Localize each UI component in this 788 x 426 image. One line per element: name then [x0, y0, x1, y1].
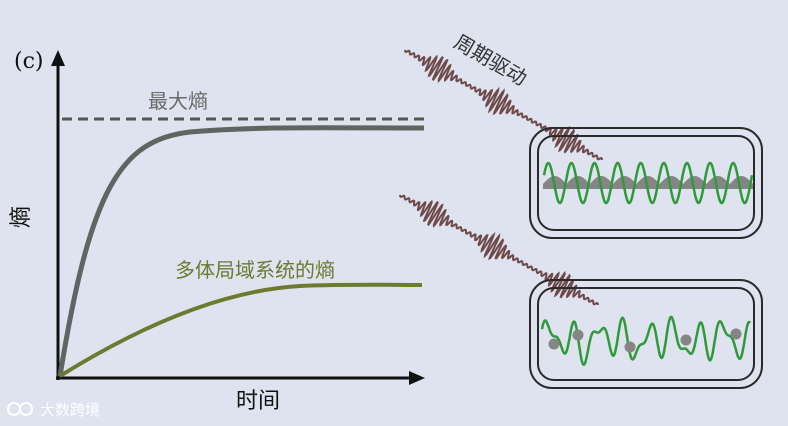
localized-particle: [572, 329, 584, 341]
mbl-entropy-curve: [58, 282, 423, 378]
periodic-potential-wave: [542, 161, 754, 205]
localized-particle: [730, 328, 742, 340]
x-axis-label: 时间: [236, 389, 280, 414]
drive-wave-lower: [399, 194, 599, 306]
localized-particle: [680, 334, 692, 346]
localized-particle: [548, 338, 560, 350]
drive-wave-upper: [404, 49, 603, 161]
watermark-logo-icon: [7, 402, 21, 416]
thermal-system-box: [529, 127, 763, 239]
delocalized-particles: [543, 176, 753, 189]
thermal-entropy-curve: [57, 125, 425, 377]
watermark: 大数跨境: [7, 401, 100, 419]
panel-label: (c): [14, 49, 44, 74]
y-axis-arrow: [51, 50, 65, 66]
mbl-system-box: [529, 279, 763, 389]
x-axis-arrow: [409, 371, 425, 385]
watermark-text: 大数跨境: [40, 401, 100, 419]
disordered-potential-wave: [540, 315, 752, 367]
y-axis-label: 熵: [9, 206, 34, 228]
localized-particle: [624, 341, 636, 353]
mbl-entropy-label: 多体局域系统的熵: [175, 258, 335, 282]
max-entropy-label: 最大熵: [148, 89, 208, 113]
